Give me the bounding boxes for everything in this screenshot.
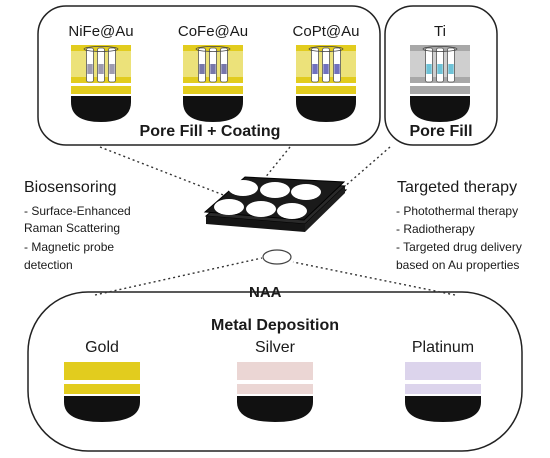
zoom-marker — [262, 249, 292, 265]
metal-label-silver: Silver — [254, 339, 295, 356]
pore-fill-caption: Pore Fill — [409, 123, 473, 140]
metal-label-platinum: Platinum — [411, 339, 475, 356]
sample-stack — [296, 45, 356, 122]
naa-chip — [203, 176, 348, 265]
connector-line — [335, 146, 391, 195]
pore-fill-coating-caption: Pore Fill + Coating — [139, 123, 281, 140]
sample-label-nife-au: NiFe@Au — [68, 23, 134, 40]
deposition-stack — [237, 362, 313, 422]
sample-label-cofe-au: CoFe@Au — [177, 23, 249, 40]
deposition-stack — [405, 362, 481, 422]
naa-label: NAA — [249, 284, 282, 301]
metal-label-gold: Gold — [85, 339, 119, 356]
connector-line — [99, 146, 227, 197]
metal-deposition-title: Metal Deposition — [210, 317, 339, 334]
pore-fill-panel — [384, 5, 498, 146]
connector-line — [94, 257, 263, 296]
biosensoring-line: detection — [24, 258, 73, 272]
sample-stack — [410, 45, 470, 122]
sample-stack — [71, 45, 131, 122]
metal-deposition-panel — [27, 291, 523, 452]
biosensoring-line: - Surface-Enhanced — [24, 204, 131, 218]
sample-label-copt-au: CoPt@Au — [292, 23, 360, 40]
deposition-stack — [64, 362, 140, 422]
therapy-line: - Photothermal therapy — [396, 204, 519, 218]
biosensoring-title: Biosensoring — [24, 179, 117, 196]
biosensoring-line: Raman Scattering — [24, 221, 121, 235]
therapy-line: based on Au properties — [396, 258, 520, 272]
biosensoring-line: - Magnetic probe — [24, 240, 115, 254]
sample-label-ti: Ti — [434, 23, 446, 40]
therapy-line: - Targeted drug delivery — [396, 240, 522, 254]
naa-well-group — [214, 180, 321, 219]
pore-fill-coating-panel — [37, 5, 381, 146]
targeted-therapy-title: Targeted therapy — [397, 179, 518, 196]
sample-stack — [183, 45, 243, 122]
therapy-line: - Radiotherapy — [396, 222, 475, 236]
